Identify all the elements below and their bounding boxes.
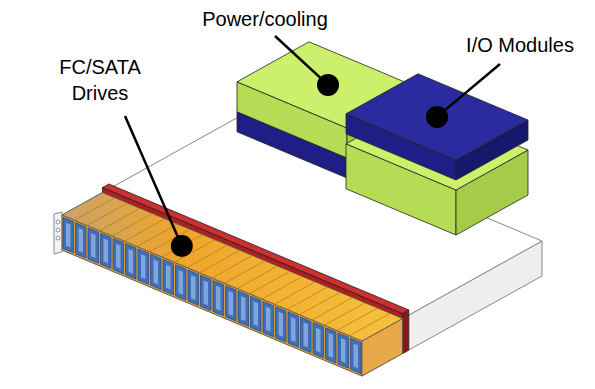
drive-latch (66, 223, 71, 248)
drive-carrier (176, 265, 187, 300)
drive-latch (266, 307, 271, 332)
io-module-top (346, 74, 528, 160)
drive-latch (154, 259, 159, 284)
drive-block-top (62, 193, 403, 342)
drive-latch (316, 328, 321, 353)
drive-latch (179, 270, 184, 295)
drive-latch (216, 286, 221, 311)
drive-seam (187, 245, 228, 268)
drive-seam (287, 287, 328, 310)
midplane-side (403, 310, 409, 354)
drive-latch (116, 244, 121, 269)
callout-dot (317, 74, 339, 96)
drive-seam (300, 292, 341, 315)
rack-ear (54, 212, 62, 254)
drive-latch (304, 322, 309, 347)
drive-latch (329, 333, 334, 358)
ear-hole (56, 228, 60, 232)
drive-carrier (151, 254, 162, 289)
drive-carrier (251, 296, 262, 331)
drive-carrier (351, 338, 362, 373)
drive-carrier (76, 223, 87, 258)
callout-label: I/O Modules (452, 32, 588, 58)
leader-line (125, 116, 182, 246)
drive-carrier (326, 328, 337, 363)
drive-seam (350, 313, 391, 336)
drive-seam (275, 282, 316, 305)
drive-latch (354, 343, 359, 368)
drive-carrier (113, 238, 124, 273)
drive-seam (225, 261, 266, 284)
drive-carrier (288, 312, 299, 347)
drive-seam (262, 277, 303, 300)
drive-latch (129, 249, 134, 274)
drive-carrier (163, 259, 174, 294)
drive-carrier (188, 270, 199, 305)
drive-latch (79, 228, 84, 253)
drive-seam (125, 219, 166, 242)
drive-carrier (88, 228, 99, 263)
drive-seam (100, 208, 141, 231)
drive-seam (87, 203, 128, 226)
drive-carrier (101, 233, 112, 268)
leader-line (437, 64, 500, 117)
drive-carrier (263, 301, 274, 336)
callout-label: FC/SATA Drives (50, 54, 150, 106)
drive-seam (237, 266, 278, 289)
callout-label: Power/cooling (195, 6, 335, 32)
drive-seam (337, 308, 378, 331)
callout-dot (426, 106, 448, 128)
drive-carrier (126, 244, 137, 279)
ear-hole (56, 220, 60, 224)
drive-latch (141, 254, 146, 279)
drive-carrier (63, 217, 74, 252)
drive-carrier (301, 317, 312, 352)
drive-carrier (276, 307, 287, 342)
drive-latch (229, 291, 234, 316)
drive-latch (291, 317, 296, 342)
drive-latch (166, 265, 171, 290)
drive-seam (112, 214, 153, 237)
drive-seam (212, 256, 253, 279)
drive-latch (204, 280, 209, 305)
drive-carrier (226, 286, 237, 321)
drive-seam (162, 235, 203, 258)
drive-seam (200, 250, 241, 273)
drive-seam (75, 198, 116, 221)
drive-carrier (338, 333, 349, 368)
drive-seam (250, 271, 291, 294)
callout-dot (171, 235, 193, 257)
drive-carrier (138, 249, 149, 284)
drive-latch (254, 301, 259, 326)
drive-latch (91, 233, 96, 258)
drive-carrier (213, 280, 224, 315)
drive-carrier (201, 275, 212, 310)
drive-latch (279, 312, 284, 337)
drive-seam (325, 303, 366, 326)
drive-seam (312, 298, 353, 321)
drive-latch (241, 296, 246, 321)
drive-latch (104, 238, 109, 263)
drive-latch (191, 275, 196, 300)
ear-hole (56, 236, 60, 240)
drive-carrier (238, 291, 249, 326)
drive-carrier (313, 322, 324, 357)
drive-latch (341, 338, 346, 363)
